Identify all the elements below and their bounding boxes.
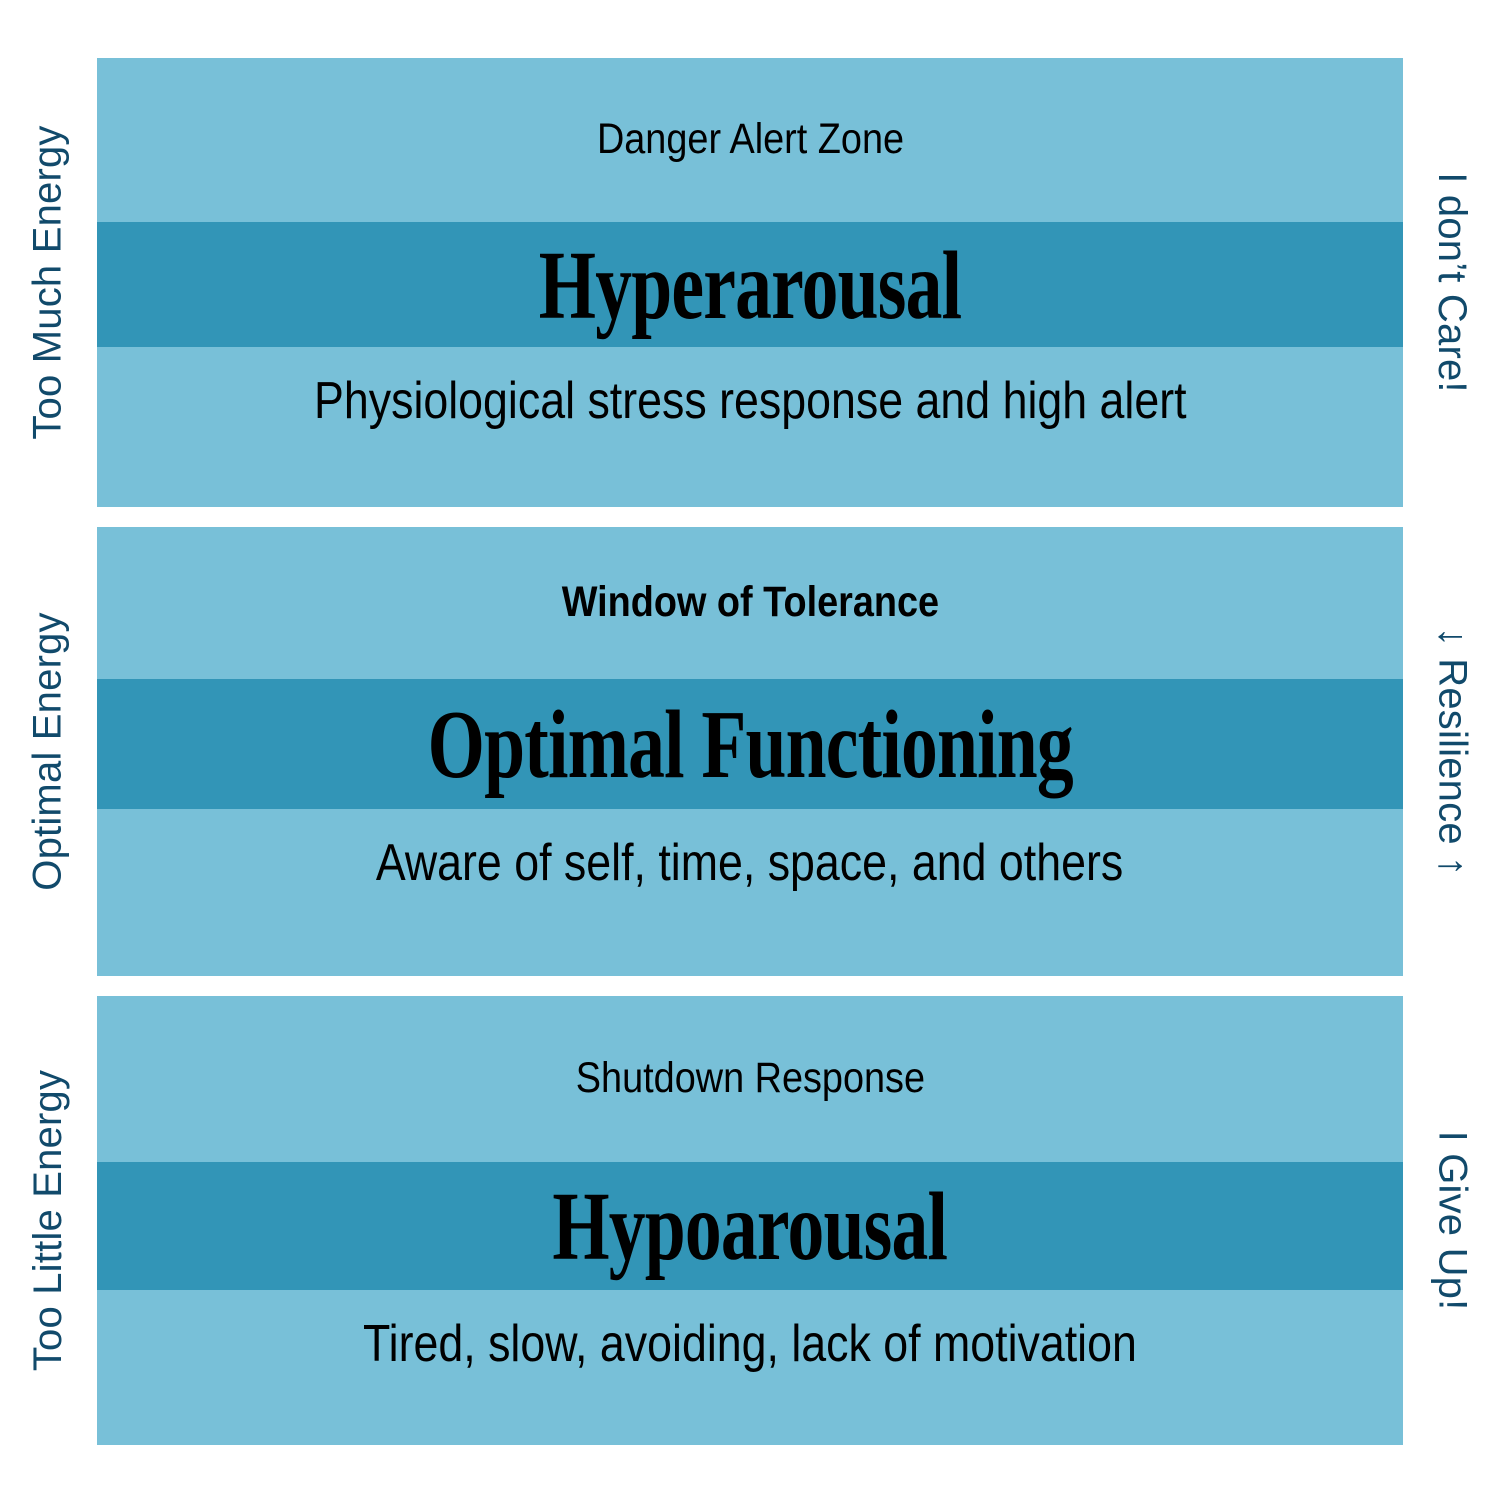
window-of-tolerance-title-row: Optimal Functioning	[97, 679, 1403, 809]
hypoarousal-caption: Shutdown Response	[575, 1054, 925, 1103]
window-of-tolerance-caption-row: Window of Tolerance	[97, 527, 1403, 679]
hypoarousal-highlight-band	[97, 1162, 1403, 1290]
window-of-tolerance-highlight-band	[97, 679, 1403, 809]
zone-hyperarousal: Danger Alert Zone Hyperarousal Physiolog…	[97, 58, 1403, 507]
hypoarousal-title: Hypoarousal	[552, 1171, 949, 1281]
window-of-tolerance-description: Aware of self, time, space, and others	[376, 834, 1124, 893]
left-axis-label-text: Optimal Energy	[26, 612, 70, 891]
left-axis-label-too-little-energy: Too Little Energy	[0, 996, 97, 1445]
hyperarousal-description: Physiological stress response and high a…	[313, 372, 1187, 431]
zone-window-of-tolerance: Window of Tolerance Optimal Functioning …	[97, 527, 1403, 976]
window-of-tolerance-description-row: Aware of self, time, space, and others	[97, 809, 1403, 919]
hyperarousal-title: Hyperarousal	[538, 230, 962, 339]
hypoarousal-description-row: Tired, slow, avoiding, lack of motivatio…	[97, 1290, 1403, 1400]
left-axis-label-text: Too Much Energy	[26, 125, 70, 440]
hyperarousal-title-row: Hyperarousal	[97, 222, 1403, 347]
right-axis-label-text: I Give Up!	[1430, 1130, 1474, 1311]
hyperarousal-highlight-band	[97, 222, 1403, 347]
right-axis-label-i-give-up: I Give Up!	[1403, 996, 1500, 1445]
hyperarousal-caption-row: Danger Alert Zone	[97, 58, 1403, 222]
right-axis-label-text: I don’t Care!	[1430, 172, 1474, 393]
hypoarousal-caption-row: Shutdown Response	[97, 996, 1403, 1162]
right-axis-label-text: ↓ Resilience ↑	[1430, 626, 1474, 877]
hypoarousal-title-row: Hypoarousal	[97, 1162, 1403, 1290]
hypoarousal-description: Tired, slow, avoiding, lack of motivatio…	[363, 1315, 1137, 1374]
hyperarousal-description-row: Physiological stress response and high a…	[97, 347, 1403, 457]
left-axis-label-text: Too Little Energy	[26, 1069, 71, 1372]
left-axis-label-optimal-energy: Optimal Energy	[0, 527, 97, 976]
hyperarousal-caption: Danger Alert Zone	[596, 115, 904, 164]
right-axis-label-i-dont-care: I don’t Care!	[1403, 58, 1500, 507]
zone-hypoarousal: Shutdown Response Hypoarousal Tired, slo…	[97, 996, 1403, 1445]
window-of-tolerance-title: Optimal Functioning	[427, 689, 1073, 799]
left-axis-label-too-much-energy: Too Much Energy	[0, 58, 97, 507]
window-of-tolerance-caption: Window of Tolerance	[561, 578, 939, 627]
right-axis-label-resilience: ↓ Resilience ↑	[1403, 527, 1500, 976]
